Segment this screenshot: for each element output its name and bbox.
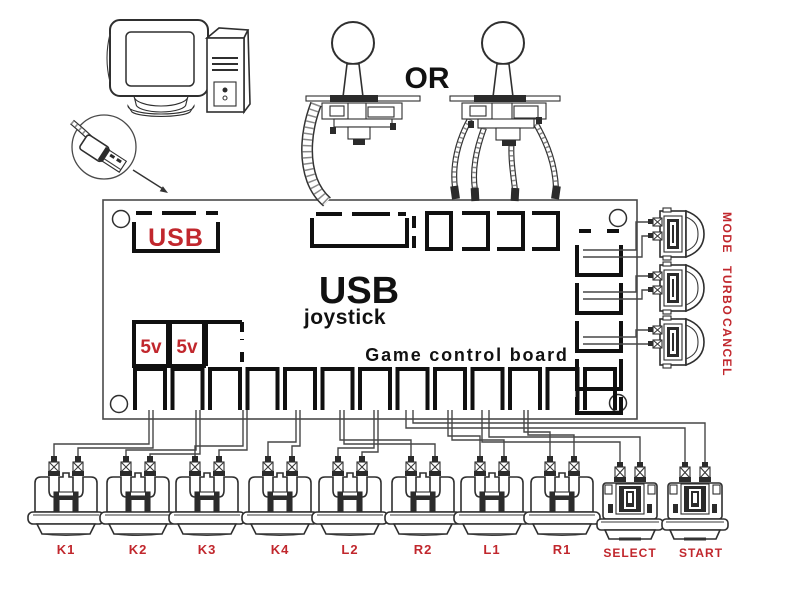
- side-button-label-cancel: CANCEL: [720, 318, 734, 377]
- usb-plug-magnifier-icon: [70, 114, 137, 180]
- side-button-label-mode: MODE: [720, 212, 734, 254]
- button-label-k1: K1: [57, 542, 76, 557]
- arcade-button-icon: [660, 460, 730, 541]
- button-label-start: START: [679, 546, 723, 560]
- arcade-button-icon: [595, 460, 665, 541]
- bottom-connectors: [133, 367, 617, 410]
- arrow-icon: [132, 169, 168, 193]
- button-label-k2: K2: [129, 542, 148, 557]
- button-label-k4: K4: [271, 542, 290, 557]
- button-label-k3: K3: [198, 542, 217, 557]
- side-pushbutton-icon: [647, 261, 705, 315]
- side-button-label-turbo: TURBO: [720, 266, 734, 316]
- joystick-wire-connectors: [425, 211, 560, 251]
- or-label: OR: [405, 62, 450, 95]
- button-wires: [53, 410, 706, 464]
- arcade-button-icon: [453, 455, 531, 537]
- mount-hole-icon: [109, 394, 129, 414]
- board-caption: Game control board: [365, 345, 568, 365]
- side-button-wires: [583, 221, 650, 345]
- mount-hole-icon: [111, 209, 131, 229]
- ribbon-connector: [310, 212, 416, 248]
- power-label: 5v: [140, 337, 162, 358]
- arcade-button-icon: [523, 455, 601, 537]
- arcade-button-icon: [311, 455, 389, 537]
- button-label-r1: R1: [553, 542, 572, 557]
- side-pushbutton-icon: [647, 207, 705, 261]
- arcade-button-icon: [168, 455, 246, 537]
- side-connectors: [575, 229, 623, 415]
- power-label: 5v: [176, 337, 198, 358]
- board-title: USB: [319, 270, 399, 312]
- board-subtitle: joystick: [303, 306, 386, 329]
- usb-port-label: USB: [148, 224, 204, 252]
- usb-port: USB: [132, 211, 220, 253]
- button-label-r2: R2: [414, 542, 433, 557]
- button-label-l1: L1: [483, 542, 500, 557]
- button-label-l2: L2: [341, 542, 358, 557]
- arcade-button-icon: [241, 455, 319, 537]
- joystick-ribbon-icon: [301, 21, 421, 207]
- mount-hole-icon: [608, 208, 628, 228]
- side-pushbutton-icon: [647, 315, 705, 369]
- joystick-wires-icon: [449, 21, 561, 202]
- control-board: USB USB joystick Game control board 5v: [102, 199, 638, 420]
- power-ports: 5v 5v: [132, 320, 244, 368]
- arcade-button-icon: [384, 455, 462, 537]
- arcade-button-icon: [27, 455, 105, 537]
- arcade-button-icon: [99, 455, 177, 537]
- button-label-select: SELECT: [603, 546, 656, 560]
- computer-icon: [106, 19, 251, 118]
